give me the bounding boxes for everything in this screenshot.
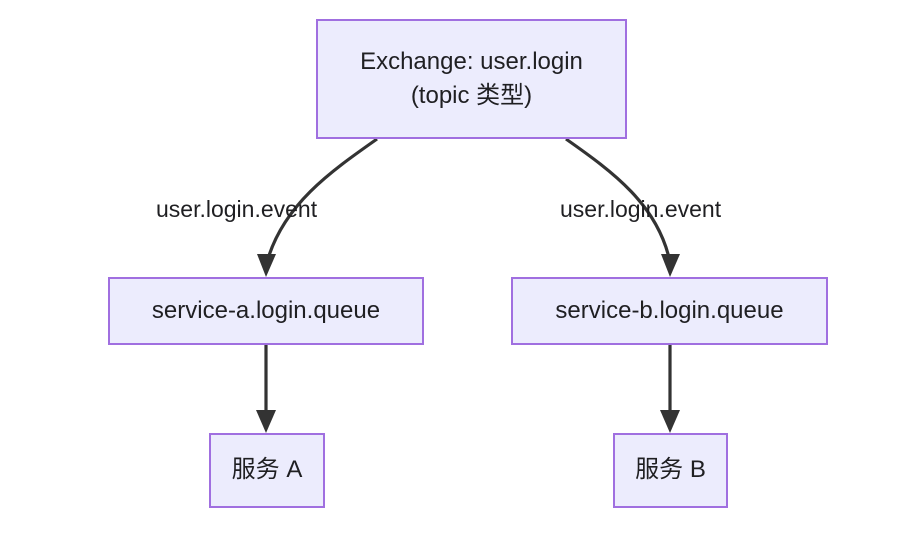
edge-label-exchange-to-queue-b: user.login.event [560, 196, 722, 222]
node-queue-service-b-label: service-b.login.queue [555, 296, 784, 324]
node-service-b-label: 服务 B [635, 456, 706, 484]
node-service-a-label: 服务 A [231, 456, 303, 484]
edge-queue-a-to-service-a [256, 345, 276, 433]
edge-queue-b-to-service-b [660, 345, 680, 433]
node-queue-service-a-label: service-a.login.queue [151, 296, 381, 324]
edge-exchange-to-queue-b [565, 137, 680, 277]
node-queue-service-a[interactable]: service-a.login.queue [108, 277, 424, 345]
node-exchange-line-2: (topic 类型) [410, 82, 533, 109]
edge-label-exchange-to-queue-a: user.login.event [156, 196, 318, 222]
node-exchange[interactable]: Exchange: user.login (topic 类型) [316, 19, 627, 139]
node-service-a[interactable]: 服务 A [209, 433, 325, 508]
node-exchange-line-1: Exchange: user.login [360, 47, 583, 75]
edge-exchange-to-queue-a [257, 137, 378, 277]
node-queue-service-b[interactable]: service-b.login.queue [511, 277, 828, 345]
node-service-b[interactable]: 服务 B [613, 433, 728, 508]
